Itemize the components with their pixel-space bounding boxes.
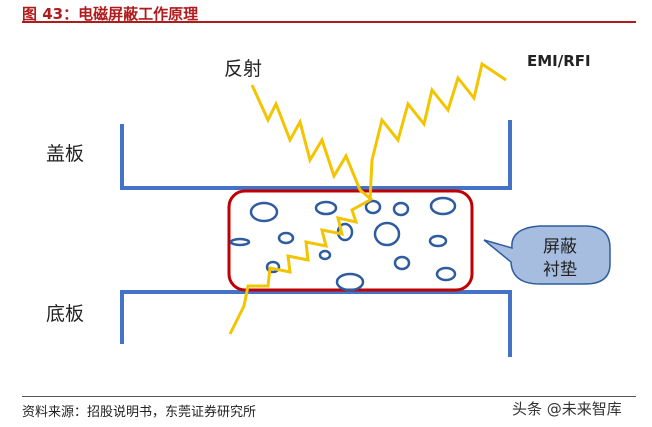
gasket-callout: 屏蔽 衬垫 xyxy=(483,225,611,285)
bubble xyxy=(364,199,382,215)
bubble xyxy=(373,221,401,247)
reflected-wave xyxy=(250,84,373,202)
emi-waves xyxy=(228,61,507,335)
bubble xyxy=(435,266,457,282)
bubble xyxy=(265,260,281,274)
bubble xyxy=(393,255,411,271)
bubble xyxy=(428,234,448,248)
source-note: 资料来源：招股说明书，东莞证券研究所 xyxy=(22,405,257,420)
emi-rfi-label: EMI/RFI xyxy=(527,52,591,70)
bubble xyxy=(318,249,332,261)
footer-divider xyxy=(22,396,636,397)
bubble xyxy=(392,201,410,217)
watermark-text: 头条 @未来智库 xyxy=(512,400,622,418)
transmitted-wave xyxy=(228,198,371,335)
bottom-plate xyxy=(120,290,512,357)
bubble xyxy=(277,231,295,245)
bubble xyxy=(429,196,457,216)
top-plate xyxy=(120,120,512,190)
bottom-plate-label: 底板 xyxy=(46,303,84,325)
bubble xyxy=(229,237,251,247)
callout-bubble xyxy=(483,225,611,285)
bubble xyxy=(249,201,279,223)
callout-text-line2: 衬垫 xyxy=(543,260,577,280)
bubble xyxy=(314,200,338,216)
bubble xyxy=(335,272,365,292)
incoming-wave xyxy=(368,61,507,201)
figure-title: 图 43：电磁屏蔽工作原理 xyxy=(22,5,199,23)
top-plate-label: 盖板 xyxy=(46,143,84,165)
gasket-bubbles xyxy=(229,196,457,292)
reflection-label: 反射 xyxy=(224,58,262,80)
callout-text-line1: 屏蔽 xyxy=(543,237,577,257)
title-divider xyxy=(22,21,636,23)
